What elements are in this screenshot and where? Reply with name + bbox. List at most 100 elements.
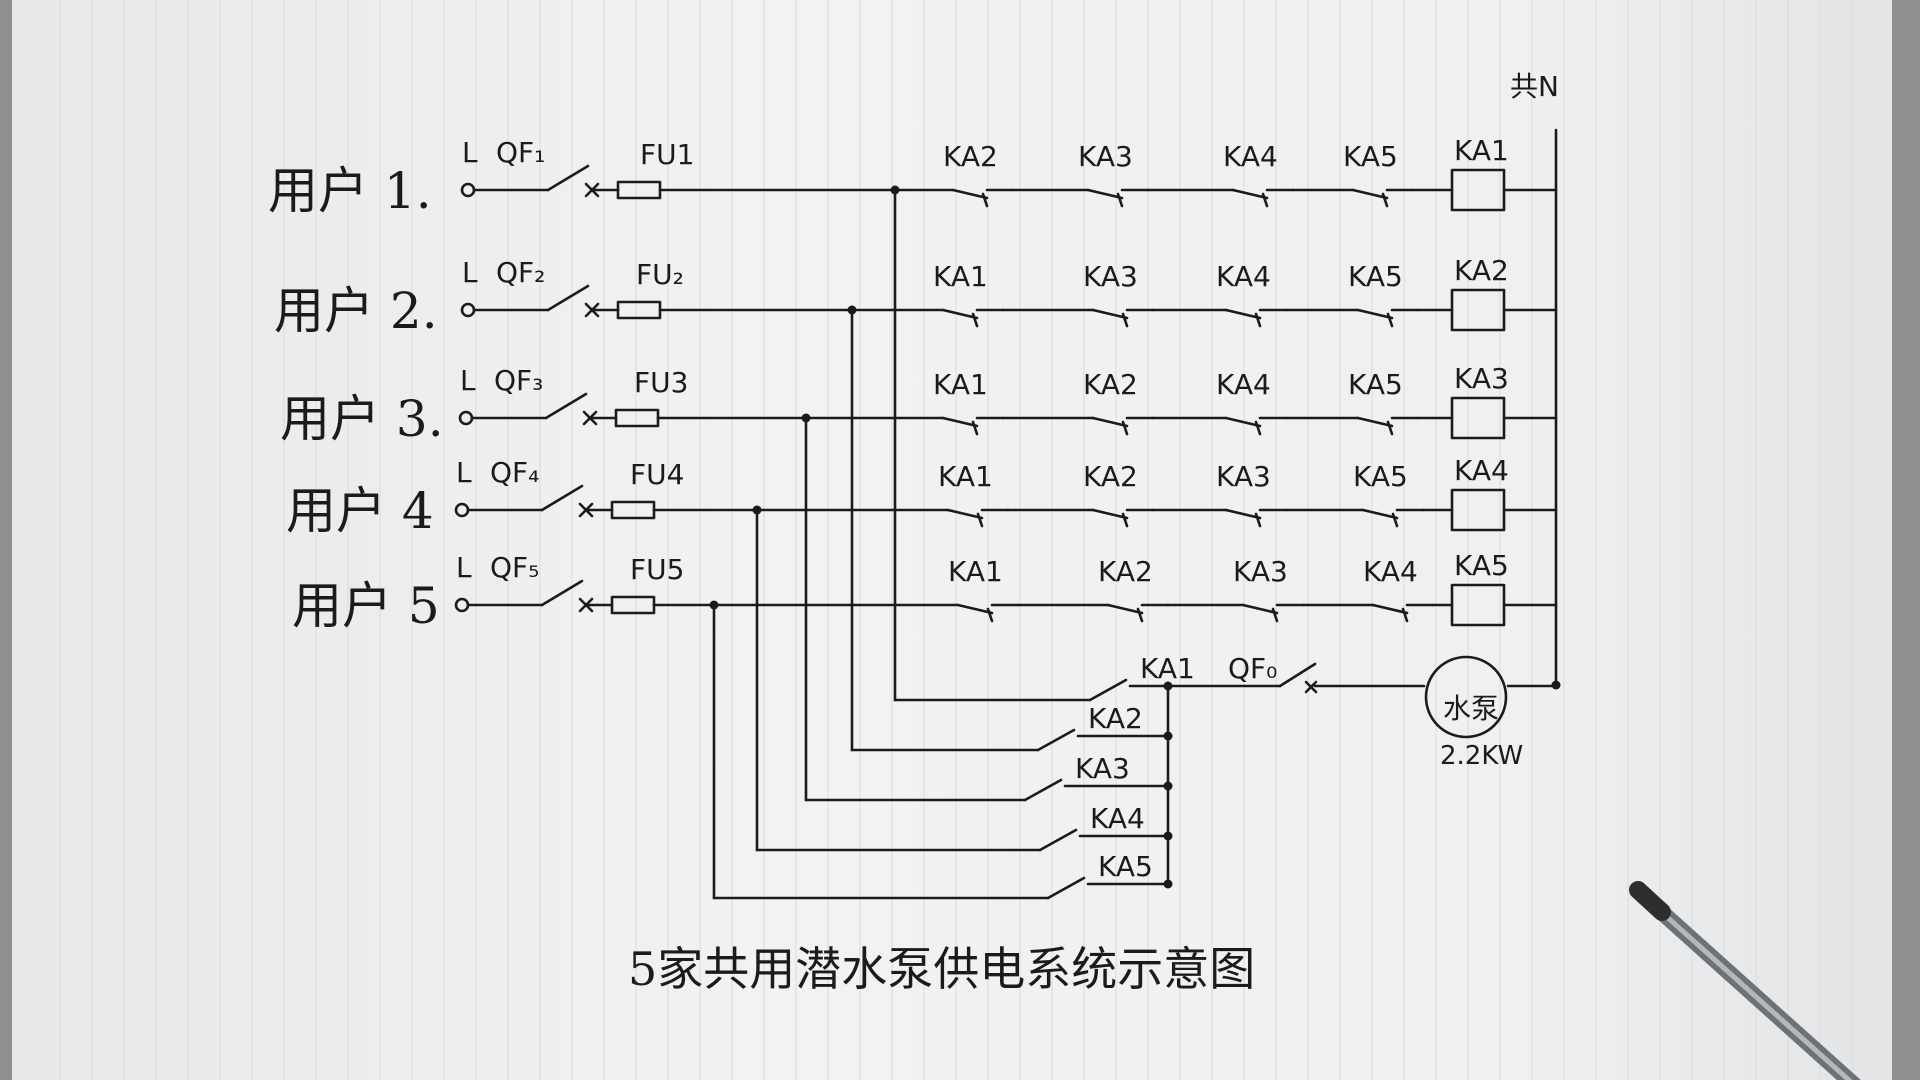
line-terminal-label: L <box>456 551 472 584</box>
user-name-label: 用户 3. <box>280 390 444 448</box>
neutral-label: 共N <box>1510 70 1559 103</box>
contact-label: KA1 <box>938 460 993 493</box>
nc-contact-stub <box>1116 192 1124 208</box>
coil-label: KA4 <box>1454 454 1509 487</box>
contact-label: KA1 <box>933 260 988 293</box>
nc-contact-blade <box>1086 188 1124 200</box>
relay-coil-icon <box>1450 396 1506 440</box>
contact-label: KA2 <box>1083 460 1138 493</box>
nc-contact-blade <box>1356 416 1394 428</box>
contact-label: KA2 <box>1083 368 1138 401</box>
breaker-blade <box>546 284 590 312</box>
diagram-title: 5家共用潜水泵供电系统示意图 <box>628 942 1255 996</box>
fuse-icon <box>616 300 662 320</box>
nc-contact-blade <box>1231 188 1269 200</box>
nc-contact-stub <box>971 420 979 436</box>
contact-label: KA3 <box>1216 460 1271 493</box>
terminal-icon <box>454 502 470 518</box>
pump-contact-label: KA1 <box>1140 652 1195 685</box>
line-terminal-label: L <box>462 256 478 289</box>
breaker-blade <box>544 392 588 420</box>
breaker-label: QF₄ <box>490 456 539 489</box>
relay-coil-icon <box>1450 288 1506 332</box>
contact-label: KA5 <box>1348 368 1403 401</box>
nc-contact-stub <box>971 312 979 328</box>
nc-contact-stub <box>1271 607 1279 623</box>
pump-contact-blade <box>1088 678 1128 702</box>
nc-contact-blade <box>1091 416 1129 428</box>
main-breaker-blade <box>1278 662 1317 688</box>
fuse-icon <box>616 180 662 200</box>
pump-contact-label: KA3 <box>1075 752 1130 785</box>
pump-motor-icon <box>1424 655 1508 739</box>
nc-contact-stub <box>1121 420 1129 436</box>
fuse-label: FU₂ <box>636 258 684 291</box>
nc-contact-blade <box>951 188 989 200</box>
contact-label: KA1 <box>948 555 1003 588</box>
breaker-blade <box>540 579 584 607</box>
nc-contact-blade <box>956 603 994 615</box>
nc-contact-stub <box>1401 607 1409 623</box>
pump-contact-blade <box>1036 728 1076 752</box>
pump-contact-label: KA2 <box>1088 702 1143 735</box>
nc-contact-blade <box>1351 188 1389 200</box>
terminal-icon <box>458 410 474 426</box>
nc-contact-stub <box>1386 312 1394 328</box>
screwdriver-icon <box>1629 881 1861 1080</box>
contact-label: KA1 <box>933 368 988 401</box>
contact-label: KA4 <box>1216 260 1271 293</box>
fuse-icon <box>610 595 656 615</box>
nc-contact-stub <box>976 512 984 528</box>
fuse-label: FU5 <box>630 553 684 586</box>
contact-label: KA3 <box>1083 260 1138 293</box>
nc-contact-stub <box>981 192 989 208</box>
pump-contact-blade <box>1023 778 1063 802</box>
wiring <box>454 128 1561 900</box>
pump-power: 2.2KW <box>1440 741 1523 771</box>
coil-label: KA1 <box>1454 134 1509 167</box>
relay-coil-icon <box>1450 488 1506 532</box>
contact-label: KA4 <box>1363 555 1418 588</box>
main-breaker-x-mark <box>1304 680 1318 694</box>
nc-contact-blade <box>1356 308 1394 320</box>
terminal-icon <box>454 597 470 613</box>
breaker-label: QF₅ <box>490 551 539 584</box>
coil-label: KA5 <box>1454 549 1509 582</box>
fuse-icon <box>610 500 656 520</box>
nc-contact-stub <box>1136 607 1144 623</box>
coil-label: KA2 <box>1454 254 1509 287</box>
breaker-label: QF₂ <box>496 256 545 289</box>
contact-label: KA2 <box>943 140 998 173</box>
line-terminal-label: L <box>462 136 478 169</box>
fuse-label: FU3 <box>634 366 688 399</box>
nc-contact-blade <box>1224 308 1262 320</box>
user-name-label: 用户 2. <box>274 282 438 340</box>
terminal-icon <box>460 302 476 318</box>
notebook-lines <box>59 0 1853 1080</box>
fuse-label: FU1 <box>640 138 694 171</box>
relay-coil-icon <box>1450 168 1506 212</box>
relay-coil-icon <box>1450 583 1506 627</box>
nc-contact-stub <box>1261 192 1269 208</box>
nc-contact-blade <box>1106 603 1144 615</box>
contact-label: KA4 <box>1216 368 1271 401</box>
contact-label: KA3 <box>1233 555 1288 588</box>
nc-contact-stub <box>1391 512 1399 528</box>
nc-contact-blade <box>1091 308 1129 320</box>
nc-contact-stub <box>1381 192 1389 208</box>
nc-contact-blade <box>946 508 984 520</box>
paper-sheet <box>12 0 1892 1080</box>
nc-contact-blade <box>1361 508 1399 520</box>
fuse-label: FU4 <box>630 458 684 491</box>
coil-label: KA3 <box>1454 362 1509 395</box>
pump-contact-blade <box>1038 828 1078 852</box>
nc-contact-stub <box>1386 420 1394 436</box>
contact-label: KA5 <box>1348 260 1403 293</box>
fuse-icon <box>614 408 660 428</box>
nc-contact-stub <box>1254 420 1262 436</box>
nc-contact-blade <box>1371 603 1409 615</box>
breaker-blade <box>540 484 584 512</box>
nc-contact-stub <box>986 607 994 623</box>
